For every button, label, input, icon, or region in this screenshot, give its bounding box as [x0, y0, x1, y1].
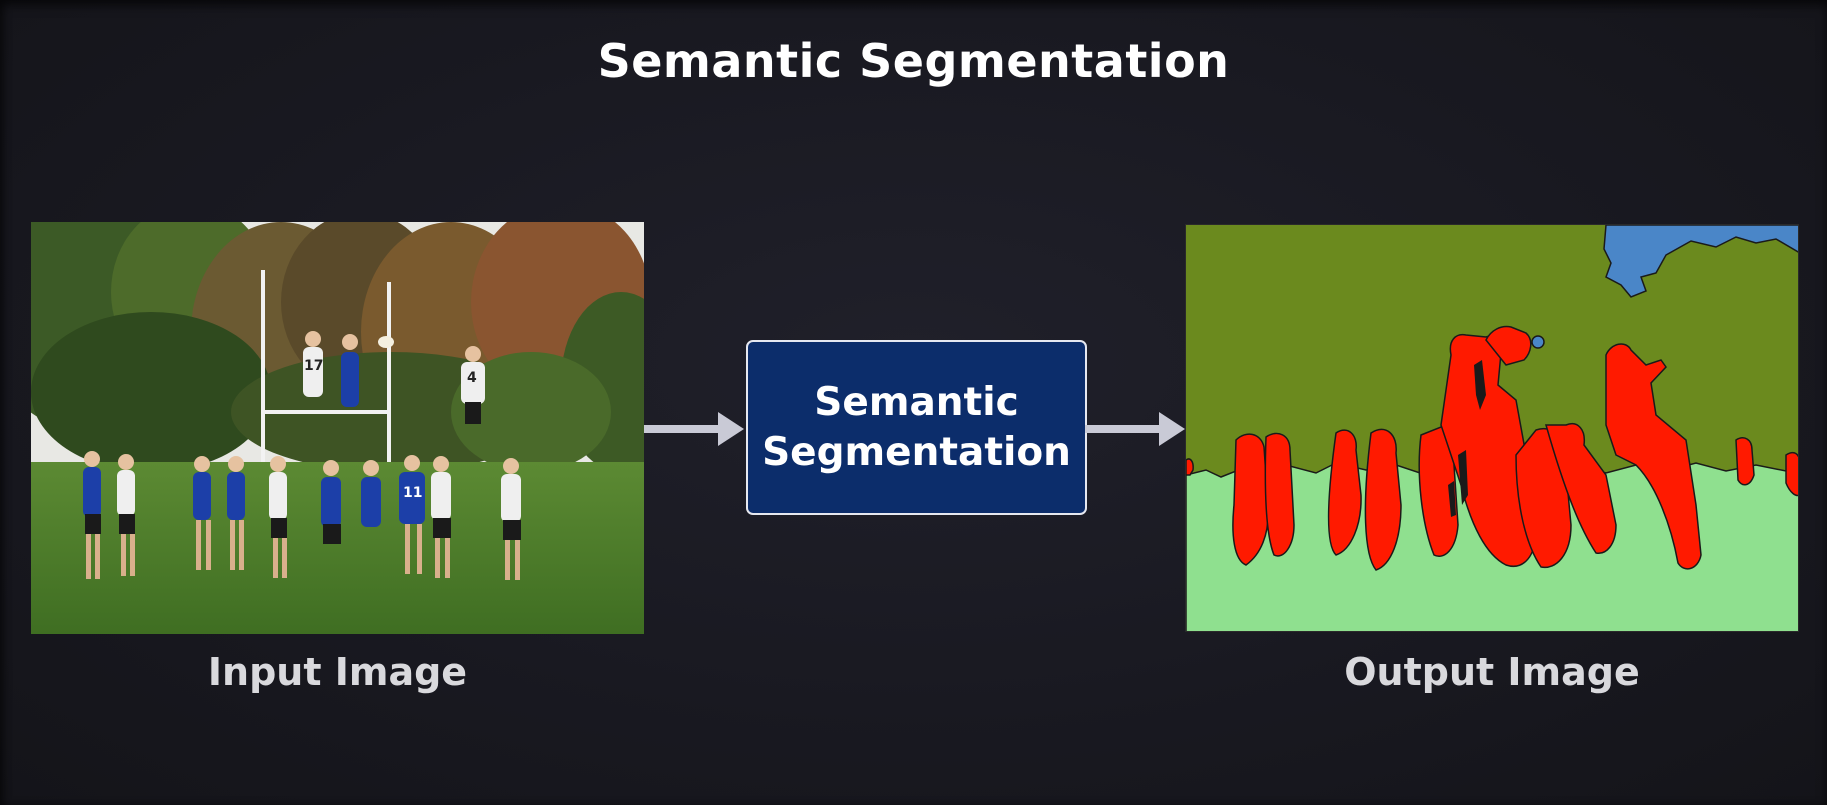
players: 17 4 11 — [83, 331, 521, 580]
slide-title: Semantic Segmentation — [597, 34, 1230, 88]
segment-sky — [1603, 225, 1798, 298]
output-image — [1185, 224, 1799, 632]
jersey-number-11: 11 — [403, 485, 422, 501]
input-image-caption: Input Image — [207, 650, 468, 694]
arrow-right-icon — [1085, 410, 1187, 448]
segment-person — [1186, 325, 1798, 571]
arrow-right-icon — [644, 410, 746, 448]
output-image-caption: Output Image — [1344, 650, 1640, 694]
input-image: 17 4 11 — [31, 222, 644, 634]
semantic-segmentation-block: Semantic Segmentation — [746, 340, 1087, 515]
process-label-line2: Segmentation — [762, 429, 1071, 475]
jersey-number-17: 17 — [304, 358, 323, 374]
trees-background — [31, 222, 644, 472]
process-label-line1: Semantic — [814, 379, 1019, 425]
jersey-number-4: 4 — [467, 370, 477, 386]
